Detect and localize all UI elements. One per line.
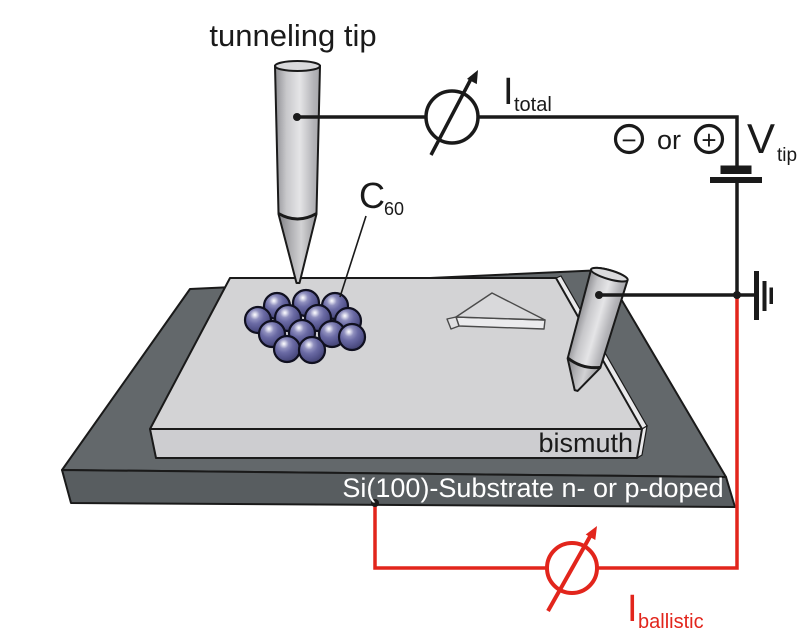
bismuth-front-face (149, 428, 643, 459)
total-ammeter-arrow (429, 76, 474, 156)
ground-bar-2 (762, 281, 767, 311)
total-ammeter-arrowhead (467, 70, 478, 85)
plus-polarity-icon (693, 123, 725, 155)
v-tip-label: V (747, 115, 775, 162)
annotations: tunneling tip C 60 I total − or + V tip … (209, 18, 797, 632)
tunneling-tip-body (273, 65, 322, 220)
plus-sign: + (701, 125, 716, 155)
c60-molecule (272, 334, 302, 364)
c60-label: C (359, 175, 385, 216)
tunneling-tip-top (274, 60, 321, 72)
ballistic-circuit (373, 297, 739, 612)
i-total-subscript: total (514, 94, 552, 116)
polarity-or-label: or (657, 125, 681, 155)
contact-dot-tunneling-tip (293, 113, 301, 121)
v-tip-subscript: tip (777, 145, 797, 166)
island-top-face (455, 292, 546, 321)
substrate-front-face (61, 469, 736, 508)
minus-polarity-icon (613, 123, 645, 155)
tunneling-tip-cone (277, 213, 318, 284)
ballistic-ammeter-arrow (546, 532, 594, 612)
tip-circuit (293, 70, 773, 507)
wire-ammeter-to-battery (477, 115, 739, 166)
battery-plate-top (720, 165, 752, 174)
contact-dot-collector-tip (595, 291, 603, 299)
island-left-face (446, 316, 460, 330)
collector-tip-cone (566, 357, 602, 392)
ground-icon (754, 271, 773, 320)
substrate-label: Si(100)-Substrate n- or p-doped (342, 473, 723, 503)
battery-plate-bottom (710, 177, 762, 183)
i-ballistic-label: I (627, 588, 638, 630)
c60-molecule (337, 322, 367, 352)
tunneling-tip (273, 60, 322, 284)
ground-bar-1 (754, 271, 759, 320)
ballistic-ammeter-arrowhead (585, 526, 597, 540)
c60-molecule (297, 335, 327, 365)
bismuth-island (446, 292, 546, 330)
bismuth-label: bismuth (538, 428, 633, 458)
tunneling-tip-label: tunneling tip (209, 18, 376, 53)
junction-dot (733, 291, 741, 299)
minus-sign: − (621, 125, 636, 155)
i-ballistic-subscript: ballistic (638, 611, 704, 632)
c60-label-subscript: 60 (384, 199, 404, 219)
contact-dot-substrate (371, 499, 379, 507)
i-total-label: I (503, 71, 514, 113)
c60-pointer-line (339, 215, 367, 298)
collector-tip (566, 266, 629, 392)
ground-bar-3 (769, 287, 773, 304)
collector-tip-top (590, 266, 629, 283)
c60-cluster (243, 288, 367, 365)
